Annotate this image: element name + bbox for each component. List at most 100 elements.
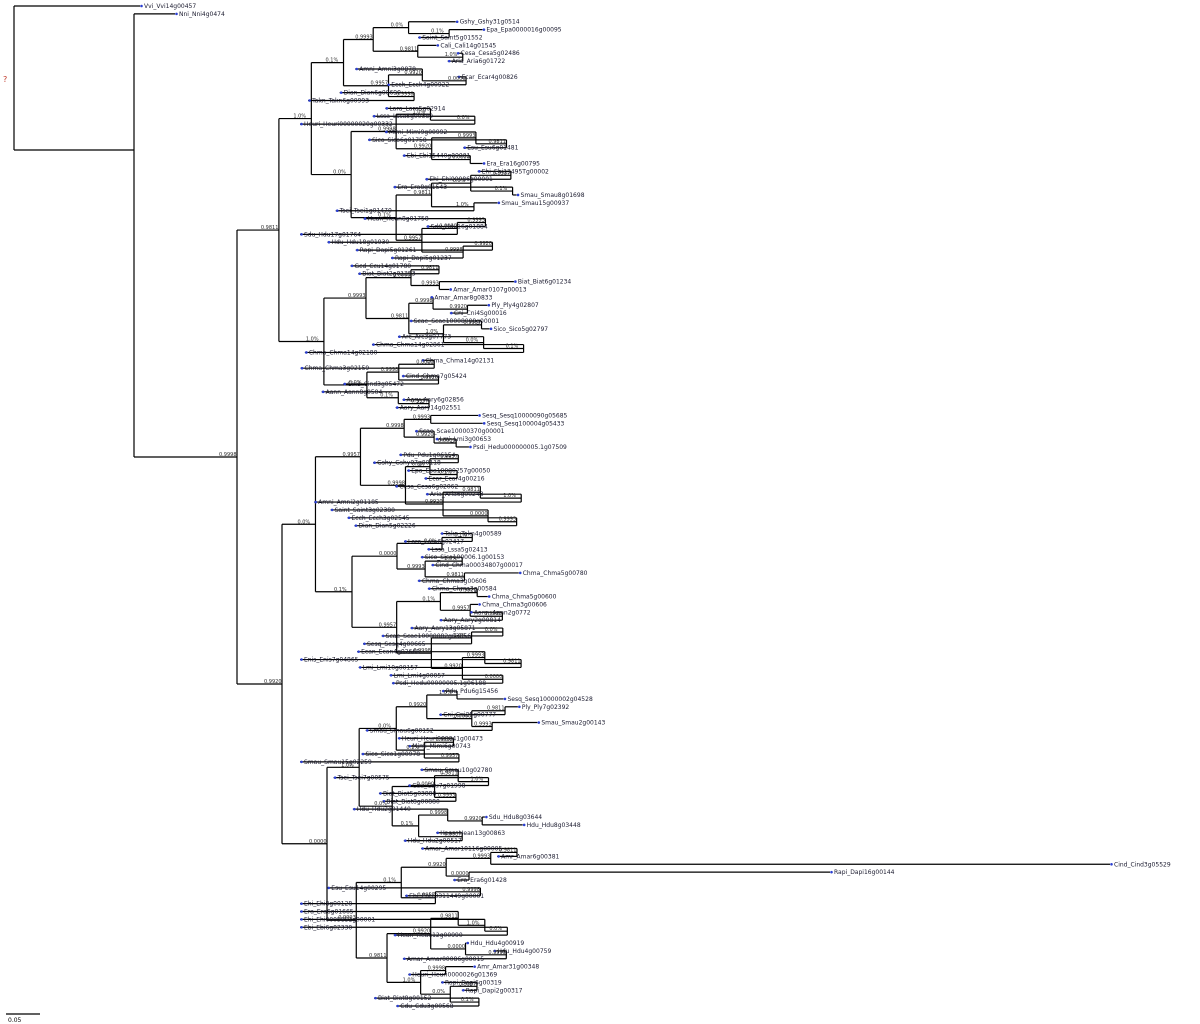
- leaf-label: Psdi_Hedu000000005.1g07509: [473, 444, 567, 451]
- leaf-tip-marker: [516, 193, 520, 197]
- support-value: 0.1%: [406, 745, 419, 751]
- leaf-label: Cind_Cind3g05529: [1114, 861, 1171, 868]
- leaf-tip-marker: [385, 130, 388, 134]
- leaf-label: Hdu_Hdu4g00759: [497, 948, 551, 955]
- leaf-label: Sico_Sico5g02797: [494, 326, 549, 333]
- support-value: 0.9920: [404, 70, 422, 76]
- support-value: 0.9811: [499, 847, 516, 853]
- leaf-label: Rapi_Dapi16g00144: [834, 869, 895, 876]
- leaf-label: Smau_Smau15g00937: [501, 200, 569, 207]
- leaf-tip-marker: [391, 256, 394, 260]
- support-value: 0.9811: [462, 487, 480, 493]
- leaf-tip-marker: [493, 949, 497, 953]
- leaf-tip-marker: [392, 681, 395, 685]
- support-value: 0.0000: [485, 674, 503, 680]
- support-value: 0.9957: [342, 452, 360, 458]
- leaf-label: Era_Era8g01543: [397, 184, 447, 191]
- leaf-tip-marker: [418, 579, 421, 583]
- support-value: 0.9998: [445, 247, 463, 253]
- support-value: 0.9957: [493, 170, 511, 176]
- leaf-tip-marker: [300, 902, 303, 905]
- leaf-label: Sico_Sico100006.1g00153: [425, 554, 505, 561]
- leaf-tip-marker: [395, 485, 399, 488]
- leaf-tip-marker: [300, 925, 303, 929]
- leaf-tip-marker: [442, 689, 445, 693]
- leaf-label: Chma_Chma3g00584: [432, 586, 497, 593]
- leaf-label: Hdu_Hdu18g01930: [331, 239, 389, 246]
- leaf-tip-marker: [439, 713, 443, 716]
- support-value: 0.1%: [378, 213, 391, 219]
- support-value: 0.9957: [440, 454, 458, 460]
- leaf-label: Ecar_Ecar4g00826: [462, 74, 518, 81]
- leaf-tip-marker: [353, 807, 356, 811]
- support-value: 0.9998: [387, 480, 405, 486]
- support-value: 1.0%: [467, 920, 480, 926]
- support-value: 1.0%: [456, 202, 469, 208]
- leaf-tip-marker: [441, 981, 444, 984]
- leaf-label: Enis_Enis7g04865: [304, 657, 359, 664]
- leaf-label: Hdu_Hdu4g00919: [470, 940, 524, 947]
- leaf-tip-marker: [1110, 862, 1113, 866]
- leaf-tip-marker: [462, 988, 465, 992]
- leaf-label: Amni_Amni3g0878: [359, 66, 416, 73]
- support-value: 0.0%: [412, 462, 425, 468]
- leaf-label: Hdu_Hdu8g03448: [527, 822, 581, 829]
- leaf-tip-marker: [830, 870, 833, 874]
- support-value: 0.0000: [393, 273, 411, 279]
- support-value: 0.9993: [467, 218, 485, 224]
- leaf-label: Chma_Chma5g00780: [523, 570, 588, 577]
- support-value: 0.0000: [448, 944, 466, 950]
- support-value: 0.0%: [333, 170, 346, 176]
- leaf-tip-marker: [396, 1004, 400, 1008]
- support-value: 0.0000: [448, 76, 466, 82]
- leaf-label: Aann_Aann2g0772: [474, 609, 531, 616]
- leaf-tip-marker: [314, 500, 317, 504]
- leaf-tip-marker: [489, 327, 493, 331]
- leaf-tip-marker: [358, 272, 362, 276]
- leaf-tip-marker: [403, 154, 406, 157]
- leaf-tip-marker: [430, 296, 434, 299]
- leaf-label: Mimi_Mimi6g00743: [412, 743, 471, 750]
- leaf-label: Amr_Amar31g00348: [477, 964, 539, 971]
- leaf-label: Ply_Ply4g02807: [491, 302, 539, 309]
- leaf-tip-marker: [408, 973, 412, 976]
- leaf-tip-marker: [436, 44, 440, 47]
- support-value: 0.9957: [444, 832, 462, 838]
- leaf-tip-marker: [330, 508, 334, 512]
- leaf-label: Era_Era6g01665: [304, 909, 354, 916]
- support-value: 0.9811: [440, 771, 458, 777]
- leaf-tip-marker: [333, 776, 337, 779]
- leaf-label: Esu_Esu14g00295: [331, 885, 386, 892]
- leaf-label: Saint_Saint5g01552: [422, 34, 483, 41]
- leaf-tip-marker: [470, 610, 473, 614]
- tree-branches: [13, 5, 1110, 1007]
- support-value: 0.9811: [488, 139, 506, 145]
- leaf-label: Cind_Chma00034807g00017: [435, 562, 523, 569]
- leaf-tip-marker: [435, 437, 439, 441]
- leaf-tip-marker: [300, 366, 304, 370]
- support-value: 0.0000: [379, 551, 397, 557]
- support-value: 0.9920: [425, 499, 443, 505]
- leaf-tip-marker: [300, 910, 303, 913]
- leaf-label: Amar_Amar8g0833: [434, 294, 492, 301]
- leaf-tip-marker: [420, 768, 424, 772]
- leaf-tip-marker: [393, 185, 397, 189]
- leaf-label: Smau_Smau8g01698: [521, 192, 585, 199]
- leaf-tip-marker: [482, 422, 486, 425]
- leaf-label: Cali_Cali14g01545: [440, 42, 496, 49]
- leaf-label: Lmi_Lmi4g00057: [394, 672, 446, 679]
- support-value: 0.1%: [334, 587, 347, 593]
- support-value: 0.9957: [371, 81, 389, 87]
- support-value: 0.9811: [369, 953, 387, 959]
- leaf-tip-marker: [431, 563, 435, 567]
- leaf-label: Tsei_Tsei1g01470: [339, 208, 392, 215]
- support-value: 0.0%: [485, 627, 498, 633]
- leaf-tip-marker: [447, 59, 451, 63]
- support-value: 0.9920: [449, 304, 467, 310]
- tree-support-values: 0.1% 0.0% 1.0% 0.9811 0.9993 0.0000 0.9920 0.99…: [219, 23, 521, 1003]
- leaf-tip-marker: [418, 36, 421, 39]
- leaf-tip-marker: [363, 642, 366, 646]
- support-value: 0.9993: [348, 293, 366, 299]
- leaf-label: Psdi_Hedu00000005.1g06188: [396, 680, 486, 687]
- support-value: 0.0%: [297, 519, 310, 525]
